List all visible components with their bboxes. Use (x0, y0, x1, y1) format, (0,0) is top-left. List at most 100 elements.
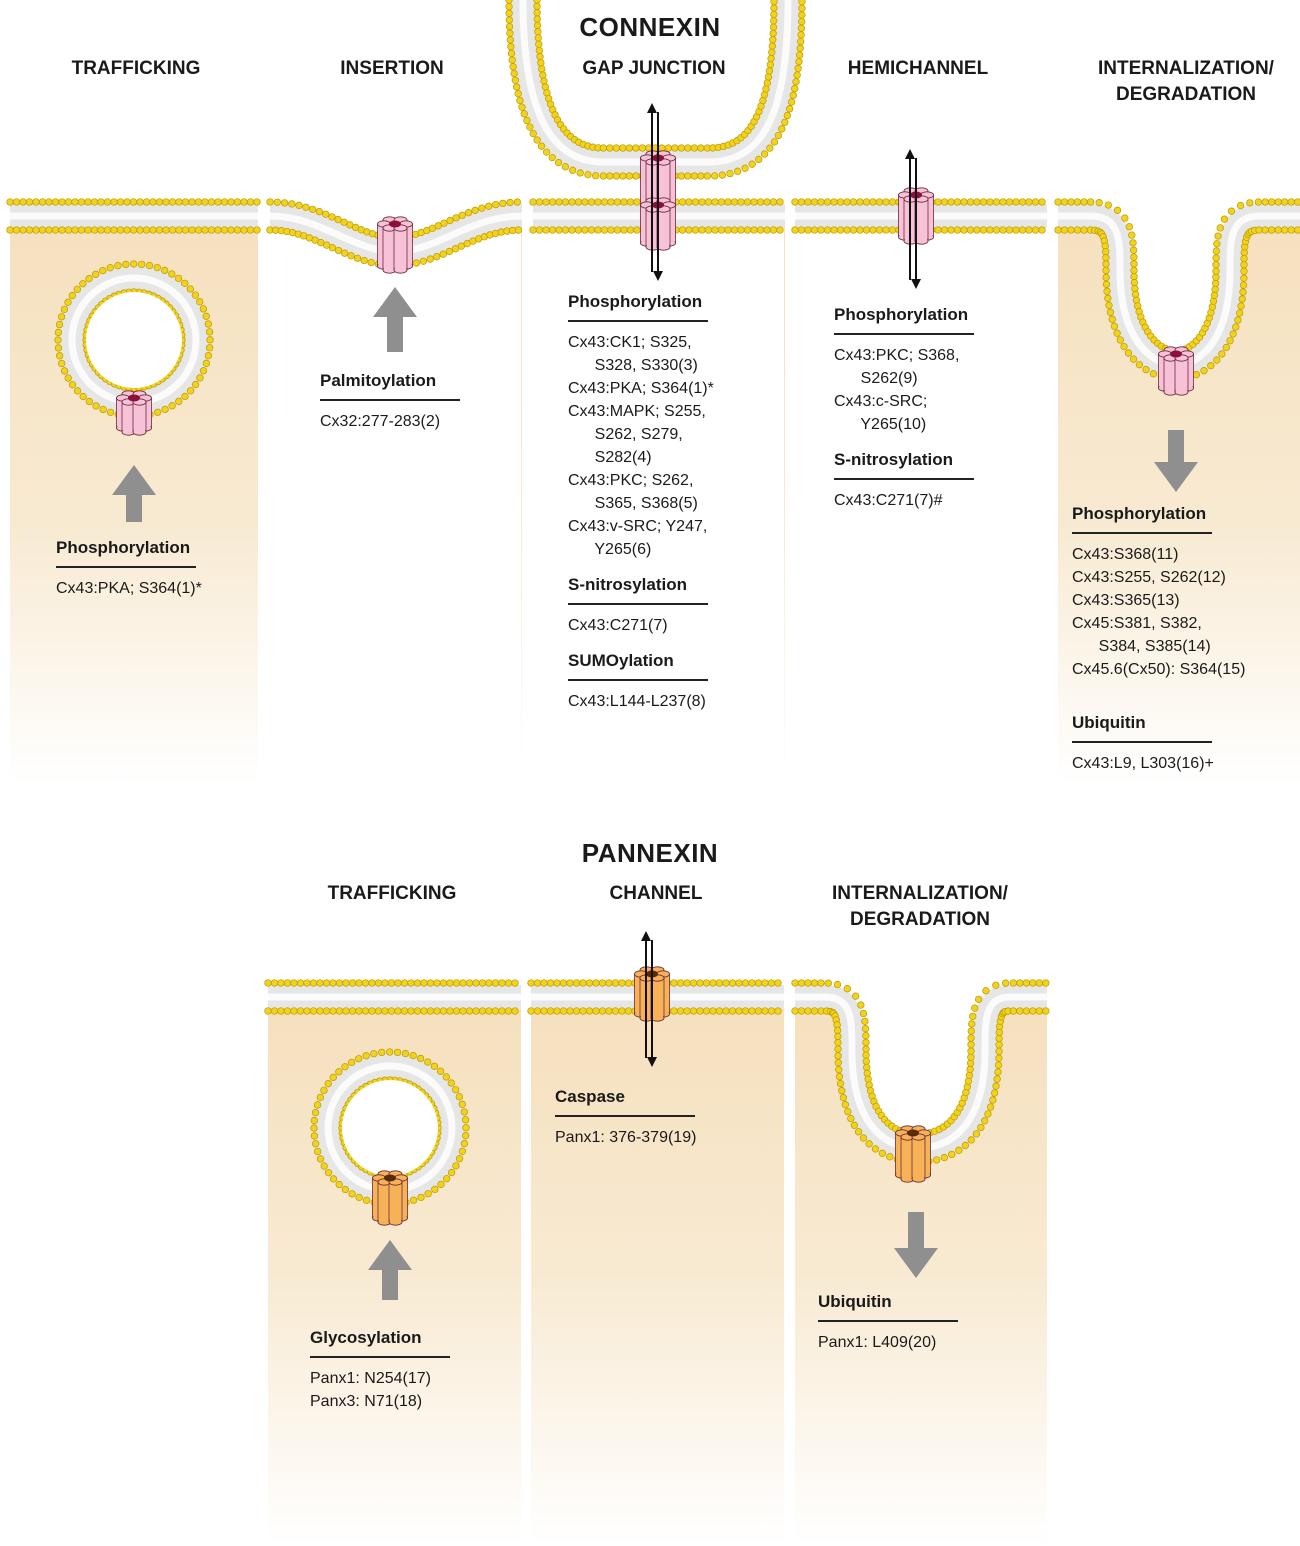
lipid-head-bead (588, 227, 595, 234)
text-line: Cx32:277-283(2) (320, 410, 460, 433)
lipid-head-bead (1268, 199, 1275, 206)
lipid-head-bead (825, 980, 832, 987)
text-line: Cx43:CK1; S325, (568, 331, 714, 354)
lipid-head-bead (933, 1157, 940, 1164)
lipid-head-bead (703, 1008, 710, 1015)
lipid-head-bead (336, 1008, 343, 1015)
lipid-head-bead (228, 227, 235, 234)
lipid-head-bead (595, 199, 602, 206)
px-trafficking-extracellular (268, 0, 521, 997)
cx-int-ubi-label: Ubiquitin (1072, 711, 1212, 743)
lipid-head-bead (336, 1181, 343, 1188)
lipid-head-bead (507, 199, 514, 206)
lipid-head-bead (621, 199, 628, 206)
lipid-head-bead (580, 1008, 587, 1015)
lipid-head-bead (1241, 275, 1248, 282)
lipid-head-bead (850, 227, 857, 234)
text-line: Panx1: N254(17) (310, 1367, 450, 1390)
lipid-head-bead (304, 980, 311, 987)
lipid-head-bead (995, 1062, 1002, 1069)
lipid-head-bead (595, 227, 602, 234)
lipid-head-bead (729, 1008, 736, 1015)
lipid-head-bead (336, 980, 343, 987)
lipid-head-bead (588, 199, 595, 206)
lipid-head-bead (634, 199, 641, 206)
lipid-head-bead (837, 199, 844, 206)
lipid-head-bead (792, 980, 799, 987)
lipid-head-bead (100, 406, 107, 413)
text-line: Cx43:L9, L303(16)+ (1072, 752, 1245, 775)
lipid-head-bead (1104, 288, 1111, 295)
lipid-head-bead (104, 227, 111, 234)
lipid-head-bead (161, 267, 168, 274)
lipid-head-bead (1105, 202, 1112, 209)
lipid-head-bead (438, 1181, 445, 1188)
lipid-head-bead (1081, 227, 1088, 234)
cx-gap-junction-block: Phosphorylation Cx43:CK1; S325, S328, S3… (568, 290, 714, 713)
subunit-fill (384, 229, 395, 270)
pannexin-title: PANNEXIN (500, 838, 800, 869)
lipid-head-bead (935, 199, 942, 206)
lipid-head-bead (91, 227, 98, 234)
lipid-head-bead (763, 86, 770, 93)
lipid-head-bead (844, 227, 851, 234)
lipid-head-bead (606, 980, 613, 987)
lipid-head-bead (1055, 227, 1062, 234)
lipid-head-bead (710, 1008, 717, 1015)
lipid-head-bead (889, 199, 896, 206)
lipid-head-bead (98, 199, 105, 206)
lipid-head-bead (1238, 303, 1245, 310)
px-channel-lines: Panx1: 376-379(19) (555, 1126, 696, 1149)
lipid-head-bead (453, 1163, 460, 1170)
lipid-head-bead (620, 173, 627, 180)
lipid-head-bead (394, 1049, 401, 1056)
lipid-head-bead (336, 1069, 343, 1076)
lipid-head-bead (1193, 371, 1200, 378)
text-line: Y265(10) (834, 413, 974, 436)
lipid-head-bead (844, 985, 851, 992)
cx-internalization-block: Phosphorylation Cx43:S368(11)Cx43:S255, … (1072, 502, 1245, 775)
lipid-head-bead (770, 199, 777, 206)
lipid-head-bead (860, 1010, 867, 1017)
lipid-head-bead (1230, 331, 1237, 338)
lipid-head-bead (343, 980, 350, 987)
vesicle-lumen (86, 292, 182, 388)
lipid-head-bead (1227, 337, 1234, 344)
lipid-head-bead (271, 980, 278, 987)
lipid-head-bead (786, 106, 793, 113)
text-line: S365, S368(5) (568, 492, 714, 515)
lipid-head-bead (297, 1008, 304, 1015)
lipid-head-bead (1017, 980, 1024, 987)
lipid-head-bead (55, 337, 62, 344)
lipid-head-bead (434, 1008, 441, 1015)
lipid-head-bead (1240, 282, 1247, 289)
lipid-head-bead (433, 253, 440, 260)
lipid-head-bead (961, 199, 968, 206)
cx-int-phos-label: Phosphorylation (1072, 502, 1212, 534)
lipid-head-bead (811, 227, 818, 234)
subunit-fill (1165, 359, 1176, 392)
lipid-head-bead (831, 199, 838, 206)
lipid-head-bead (764, 227, 771, 234)
lipid-head-bead (705, 199, 712, 206)
lipid-head-bead (221, 199, 228, 206)
lipid-head-bead (845, 1108, 852, 1115)
lipid-head-bead (69, 292, 76, 299)
lipid-head-bead (206, 344, 213, 351)
lipid-head-bead (870, 199, 877, 206)
lipid-head-bead (987, 199, 994, 206)
lipid-head-bead (321, 1087, 328, 1094)
lipid-head-bead (278, 1008, 285, 1015)
lipid-head-bead (862, 1018, 869, 1025)
lipid-head-bead (1240, 289, 1247, 296)
lipid-head-bead (291, 1008, 298, 1015)
lipid-head-bead (607, 145, 614, 152)
lipid-head-bead (703, 980, 710, 987)
lipid-head-bead (993, 227, 1000, 234)
lipid-head-bead (858, 1002, 865, 1009)
lipid-head-bead (625, 980, 632, 987)
lipid-head-bead (117, 199, 124, 206)
lipid-head-bead (1000, 199, 1007, 206)
lipid-head-bead (1217, 225, 1224, 232)
px-channel-label: Caspase (555, 1085, 695, 1117)
